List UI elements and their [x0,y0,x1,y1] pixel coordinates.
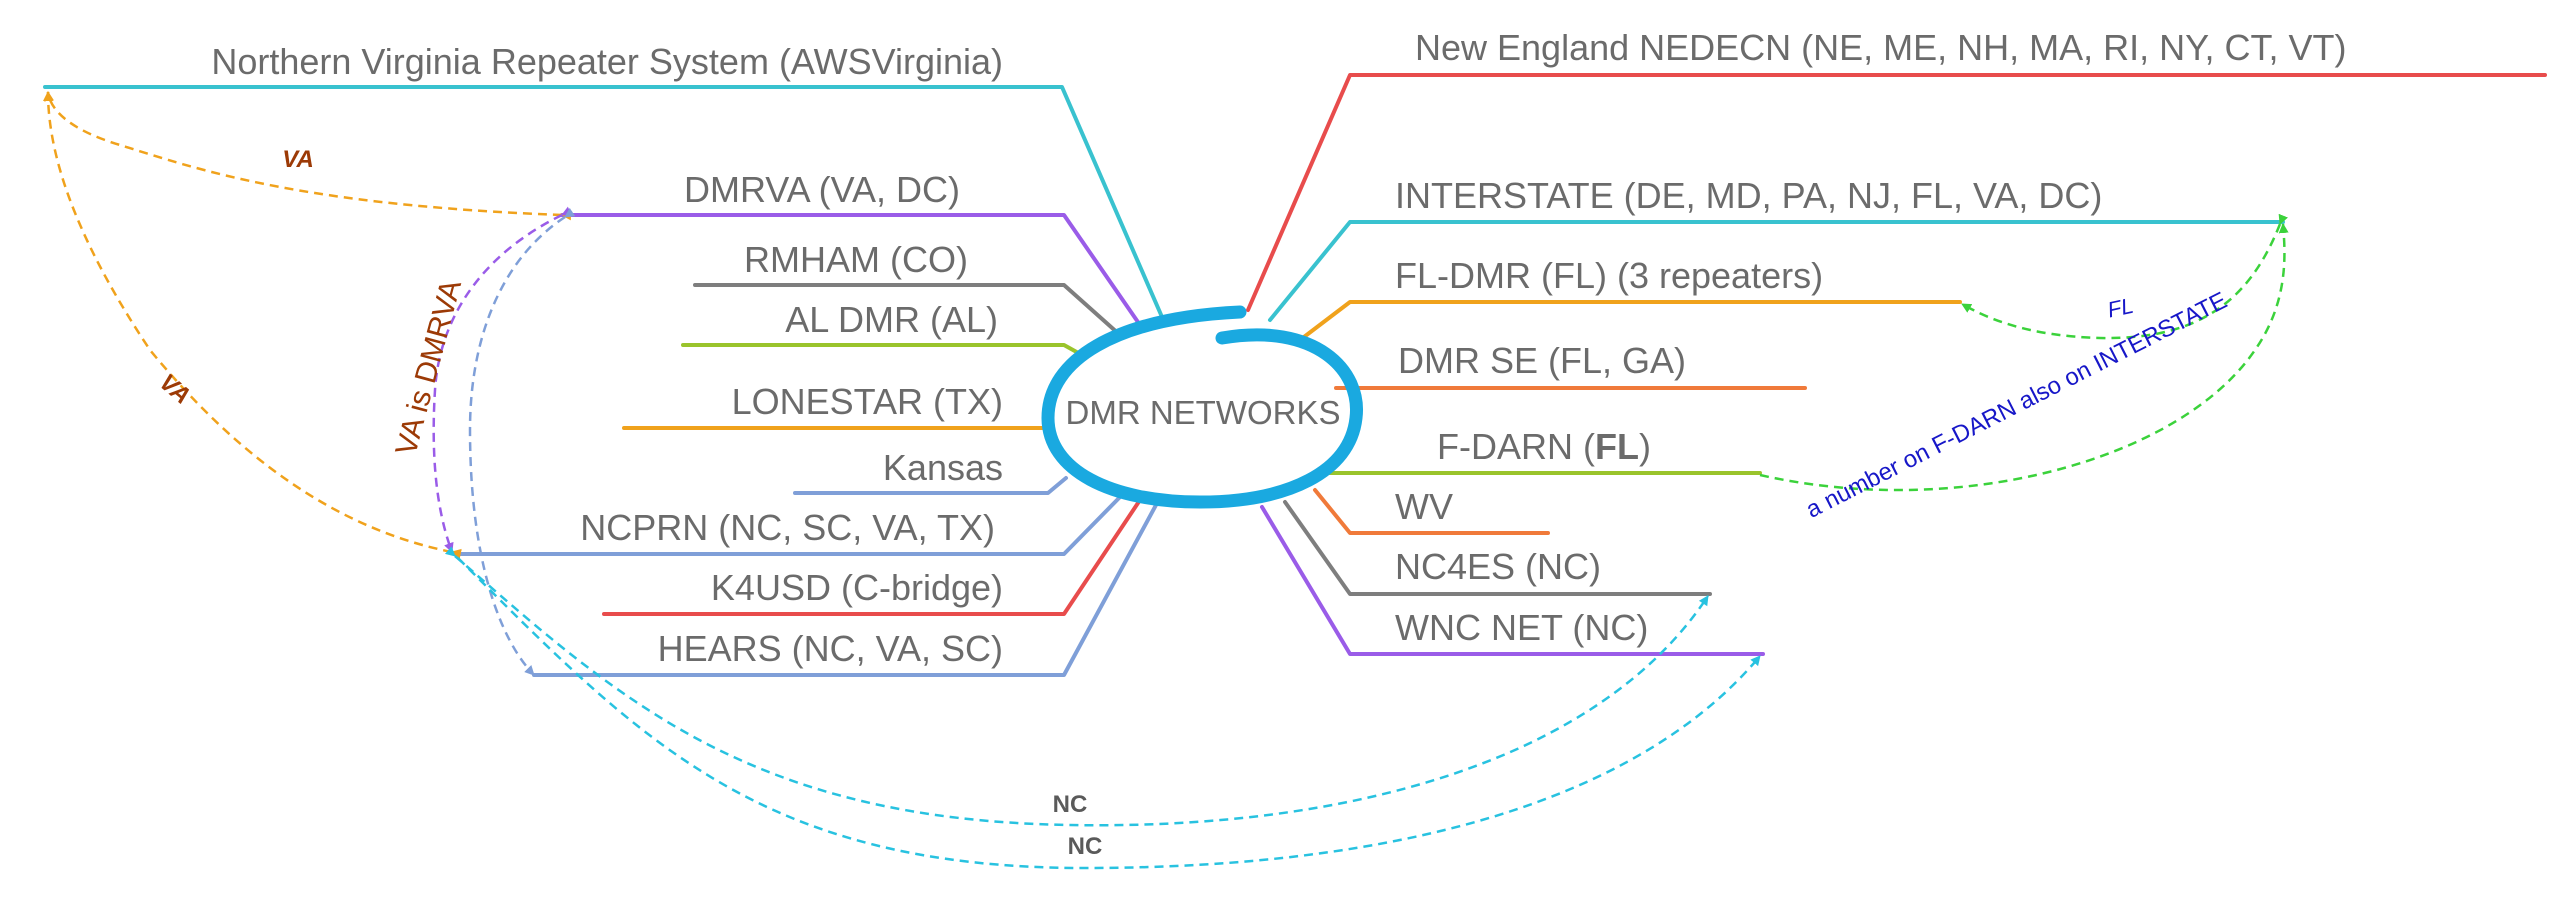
relationship-fdarn-interstate-line [1759,223,2289,492]
branch-nc4es-label: NC4ES (NC) [1395,546,1601,587]
branch-fdarn[interactable]: F-DARN (FL) [1328,426,1762,475]
relationship-nc-1-line [444,546,1710,827]
relationship-nc-2-label: NC [1068,833,1103,860]
relationship-nc-2[interactable]: NC [457,557,1761,870]
branch-aldmr[interactable]: AL DMR (AL) [681,299,1084,357]
branch-nc4es[interactable]: NC4ES (NC) [1283,500,1712,596]
relationship-hears-dmrva-line [468,207,576,676]
branch-wv[interactable]: WV [1313,486,1550,535]
branch-nvrs-label: Northern Virginia Repeater System (AWSVi… [211,41,1003,82]
branch-dmrva[interactable]: DMRVA (VA, DC) [560,169,1142,327]
branch-dmrse-label: DMR SE (FL, GA) [1398,340,1686,381]
branch-lonestar-label: LONESTAR (TX) [732,381,1003,422]
branch-rmham[interactable]: RMHAM (CO) [693,239,1122,337]
branch-rmham-label: RMHAM (CO) [744,239,968,280]
relationship-hears-dmrva[interactable] [468,207,576,676]
relationship-nc-1[interactable]: NC [444,546,1710,827]
branch-fldmr[interactable]: FL-DMR (FL) (3 repeaters) [1298,255,1962,342]
center-topic[interactable]: DMR NETWORKS [1041,305,1363,509]
relationship-fdarn-interstate-label: a number on F-DARN also on INTERSTATE [1802,287,2232,524]
branch-nedecn-connector [1246,73,2547,312]
branch-k4usd-label: K4USD (C-bridge) [711,567,1003,608]
branch-kansas-connector [793,476,1068,495]
branch-k4usd-connector [602,498,1142,616]
relationship-va-top[interactable]: VA [44,91,572,221]
branch-nedecn[interactable]: New England NEDECN (NE, ME, NH, MA, RI, … [1246,27,2547,312]
branch-aldmr-connector [681,343,1084,357]
branch-interstate-label: INTERSTATE (DE, MD, PA, NJ, FL, VA, DC) [1395,175,2102,216]
branch-fldmr-connector [1298,300,1962,342]
branch-nedecn-label: New England NEDECN (NE, ME, NH, MA, RI, … [1415,27,2347,68]
center-ring [1041,305,1363,509]
branch-fldmr-label: FL-DMR (FL) (3 repeaters) [1395,255,1823,296]
relationship-va-left-line [43,91,462,559]
branch-wncnet-label: WNC NET (NC) [1395,607,1648,648]
branch-hears[interactable]: HEARS (NC, VA, SC) [532,503,1158,677]
branch-wv-connector [1313,488,1550,535]
relationship-va-left-label: VA [154,369,196,410]
branch-wv-label: WV [1395,486,1453,527]
branch-lonestar[interactable]: LONESTAR (TX) [622,381,1048,430]
branch-aldmr-label: AL DMR (AL) [785,299,998,340]
relationship-dmrva-alias-label: VA is DMRVA [390,276,468,458]
relationship-fl-line [1961,213,2288,340]
branch-hears-label: HEARS (NC, VA, SC) [658,628,1003,669]
branch-ncprn-label: NCPRN (NC, SC, VA, TX) [580,507,995,548]
branch-nvrs[interactable]: Northern Virginia Repeater System (AWSVi… [43,41,1164,319]
branch-kansas-label: Kansas [883,447,1003,488]
relationship-nc-1-label: NC [1053,791,1088,818]
relationship-dmrva-alias[interactable]: VA is DMRVA [390,206,573,553]
center-topic-label: DMR NETWORKS [1066,394,1341,431]
relationship-fl-label: FL [2105,293,2135,323]
relationship-va-top-label: VA [282,146,314,173]
relationship-nc-2-line [457,557,1761,870]
relationship-fdarn-interstate[interactable]: a number on F-DARN also on INTERSTATE [1759,223,2289,524]
branch-interstate[interactable]: INTERSTATE (DE, MD, PA, NJ, FL, VA, DC) [1268,175,2285,322]
branch-dmrse[interactable]: DMR SE (FL, GA) [1334,340,1807,390]
branch-nvrs-connector [43,85,1164,319]
relationship-va-left[interactable]: VA [43,91,462,559]
branch-ncprn[interactable]: NCPRN (NC, SC, VA, TX) [453,495,1122,556]
relationship-fl[interactable]: FL [1961,213,2288,340]
branch-rmham-connector [693,283,1122,337]
relationship-dmrva-alias-line [432,206,573,553]
branch-dmrva-label: DMRVA (VA, DC) [684,169,960,210]
branch-dmrva-connector [560,213,1142,327]
branch-fdarn-label: F-DARN (FL) [1437,426,1651,467]
branch-kansas[interactable]: Kansas [793,447,1068,495]
